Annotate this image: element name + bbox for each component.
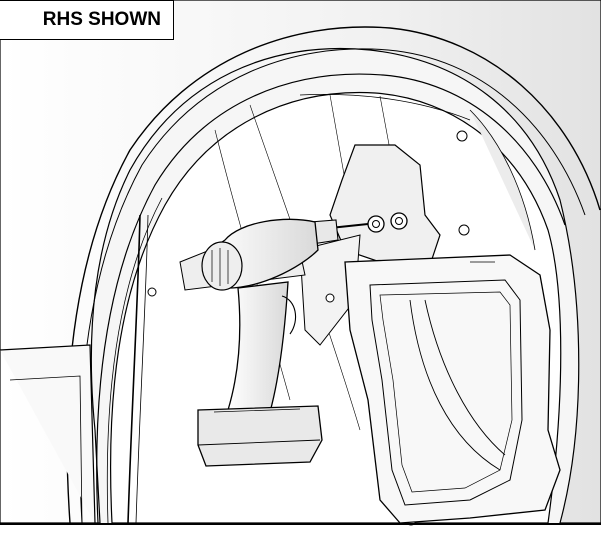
- rhs-shown-label: RHS SHOWN: [0, 0, 174, 40]
- bottom-rule: [0, 523, 601, 525]
- cordless-drill-icon: [197, 218, 369, 467]
- wheel-arch-flare: [66, 26, 601, 524]
- splash-guard: [344, 254, 561, 524]
- rhs-shown-text: RHS SHOWN: [42, 9, 161, 30]
- door-panel: [0, 214, 149, 524]
